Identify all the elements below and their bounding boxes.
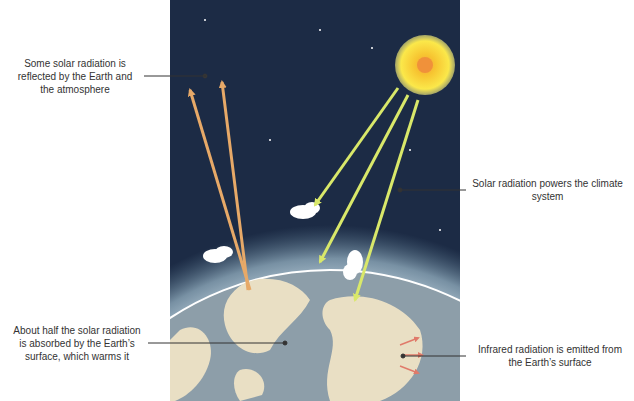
callout-label: About half the solar radiation is absorb… — [10, 324, 144, 363]
callout-label: Solar radiation powers the climate syste… — [470, 177, 625, 203]
callout-label: Infrared radiation is emitted from the E… — [470, 343, 630, 369]
callout-label: Some solar radiation is reflected by the… — [10, 57, 140, 96]
